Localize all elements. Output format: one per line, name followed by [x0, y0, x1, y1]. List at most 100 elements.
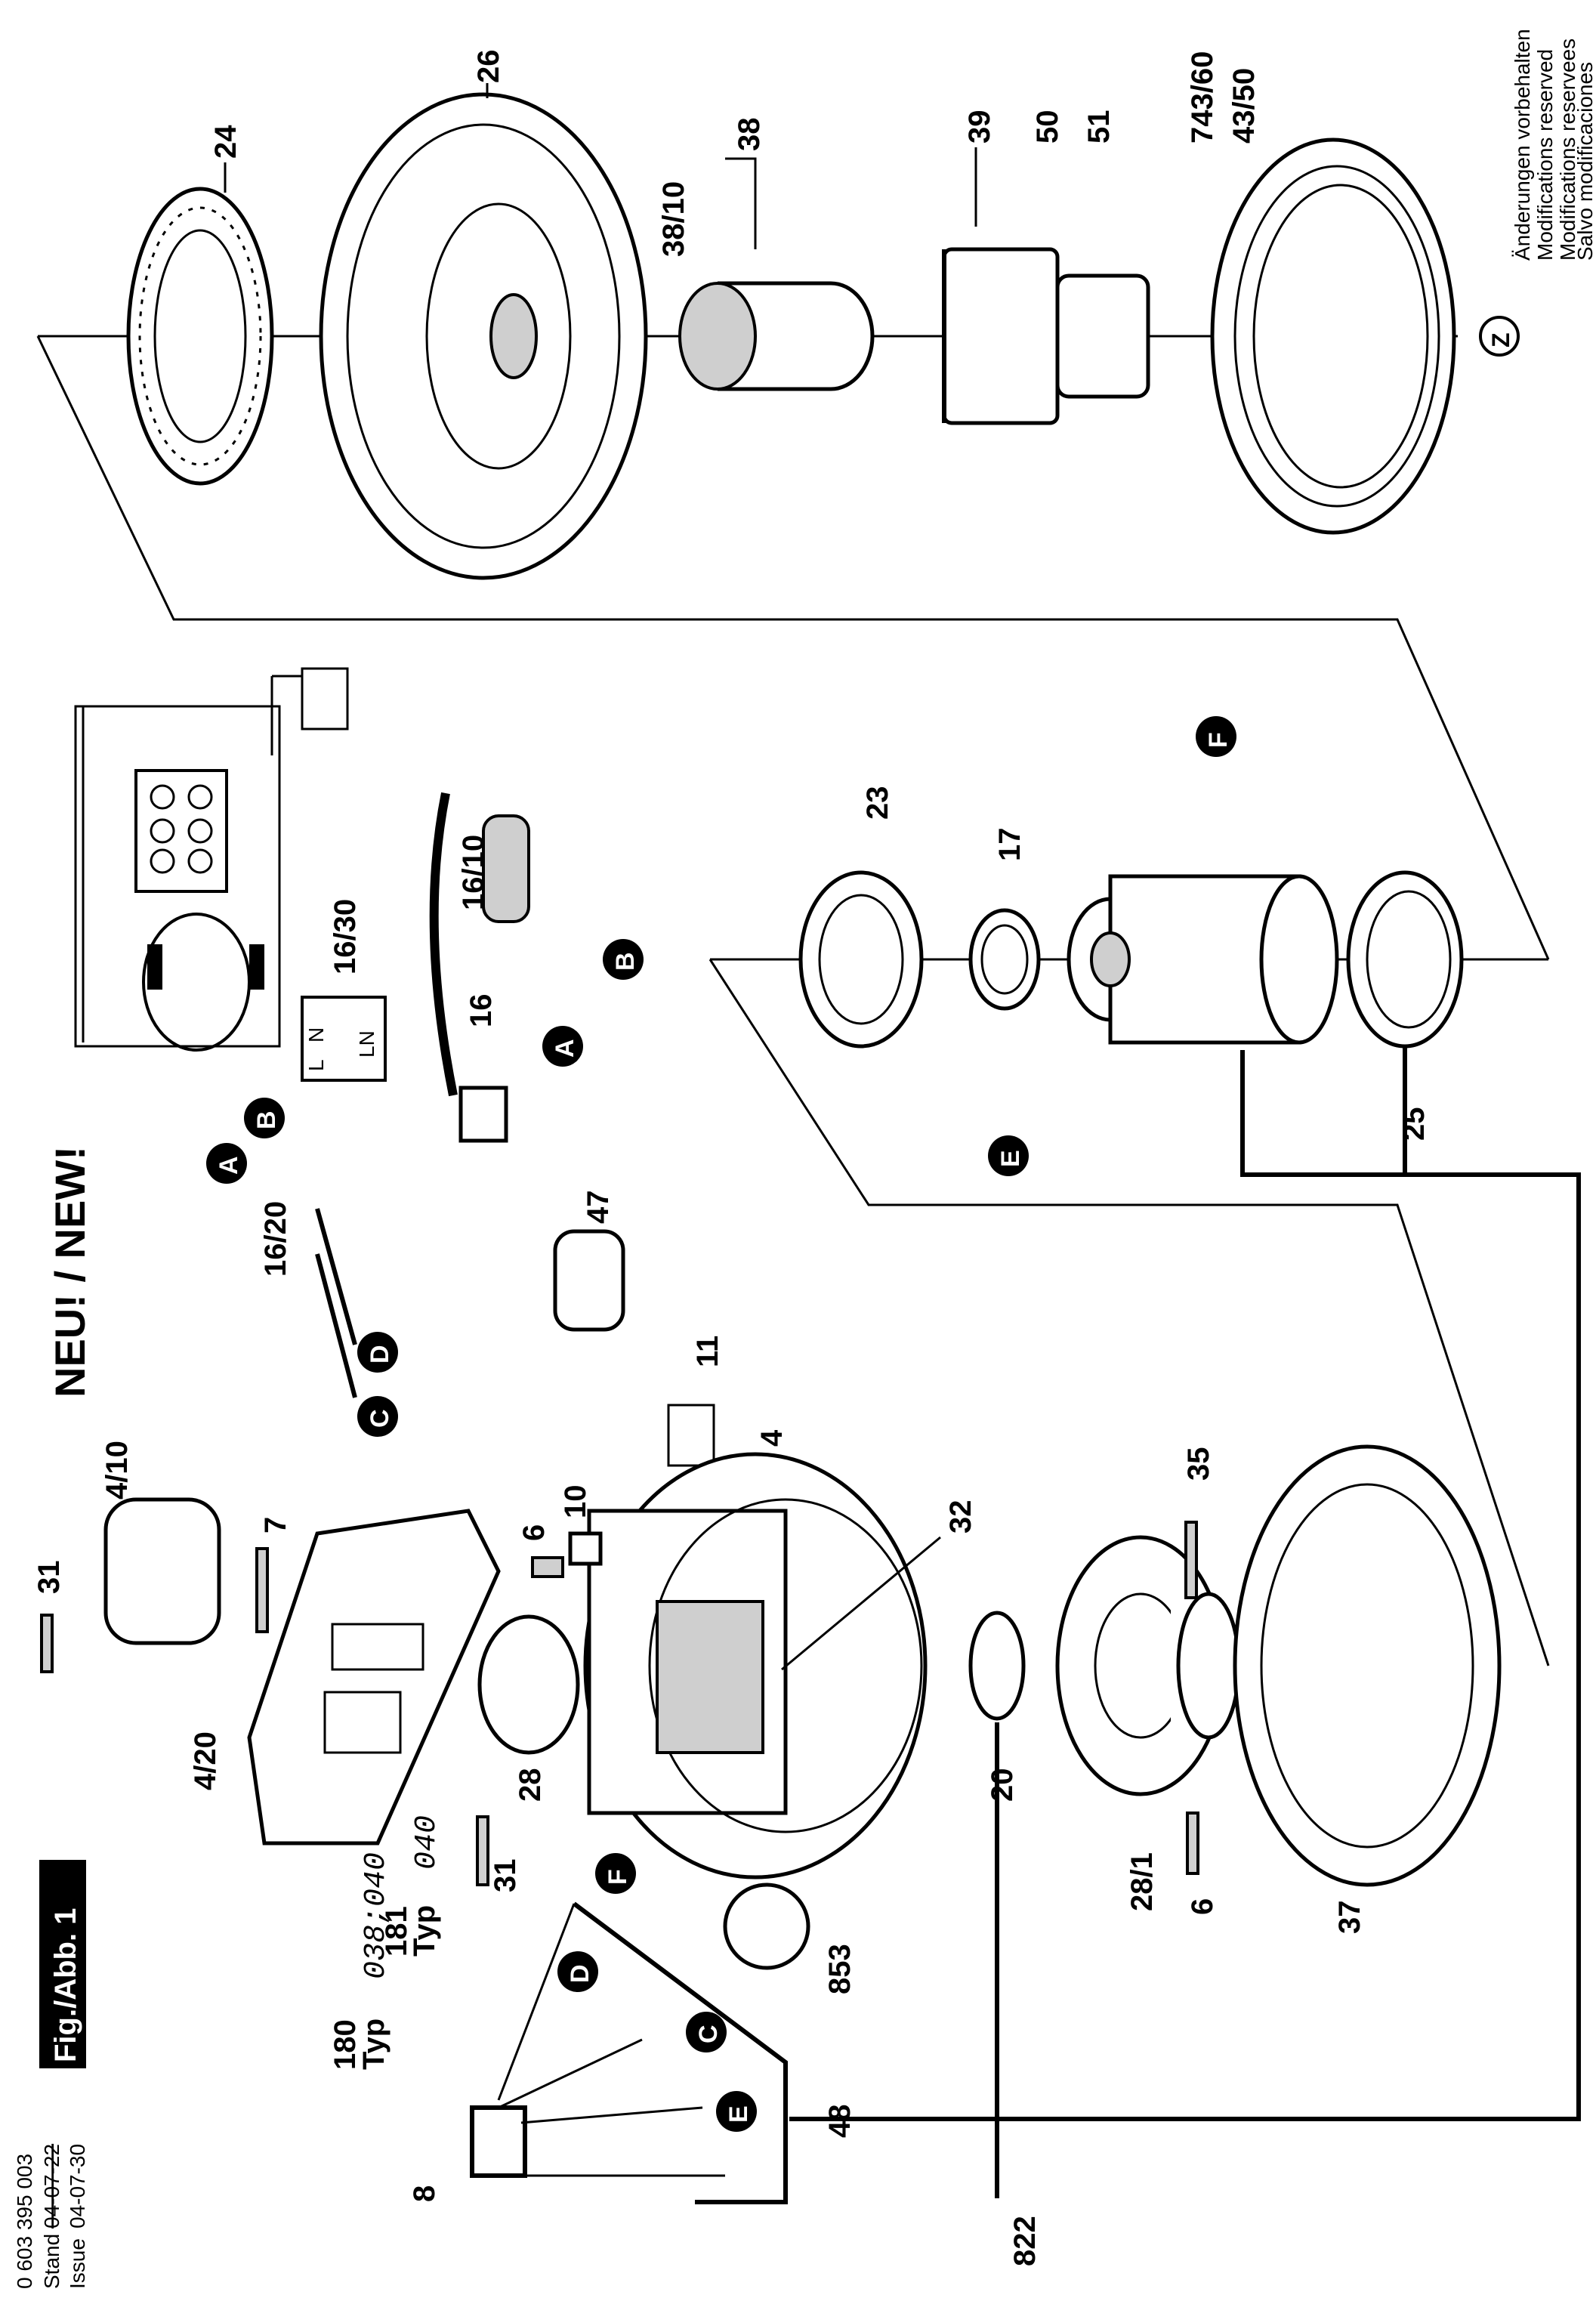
part-7-screw: [255, 1547, 269, 1633]
part-31-screw-bottom: [476, 1815, 489, 1886]
part-25-ring: [1346, 870, 1464, 1049]
marker-a-cord: A: [551, 1039, 579, 1058]
part-16-power-cord: [429, 792, 530, 1143]
fig-label: Fig./Abb. 1: [49, 1908, 82, 2062]
label-853: 853: [823, 1944, 857, 1994]
part-43-50-ring: [1210, 137, 1456, 535]
part-26-lid: [319, 92, 648, 580]
guide-line-middle: [708, 959, 1550, 1666]
notice-line-3: Modifications reservees: [1556, 39, 1579, 261]
label-20: 20: [986, 1768, 1019, 1802]
notice-line-1: Änderungen vorbehalten: [1511, 29, 1534, 261]
part-20-seal: [968, 1611, 1026, 1721]
label-4-10: 4/10: [100, 1441, 134, 1500]
leader-38: [725, 157, 757, 249]
marker-f-motor-circle: [1196, 716, 1236, 757]
part-11-plate: [667, 1404, 715, 1467]
label-180-typ: Typ: [357, 2018, 391, 2070]
label-50: 50: [1031, 110, 1064, 144]
marker-b-cord: B: [611, 952, 640, 971]
marker-c-switch-circle: [686, 2012, 727, 2052]
label-16: 16: [465, 994, 498, 1028]
marker-e-switch: E: [724, 2105, 753, 2123]
part-16-30-switch-label: L N LN: [301, 996, 387, 1082]
label-16-10: 16/10: [457, 835, 490, 910]
label-180: 180: [329, 2019, 362, 2070]
label-38: 38: [733, 118, 766, 152]
part-motor: [1067, 874, 1339, 1045]
part-4-housing: [583, 1452, 928, 1879]
label-6-top: 6: [517, 1524, 551, 1541]
marker-d-term-circle: [357, 1332, 398, 1373]
label-180-models: 038;040: [360, 1852, 394, 1979]
label-8: 8: [408, 2185, 441, 2202]
notice-line-4: Salvo modificaciones: [1573, 62, 1596, 261]
label-25: 25: [1397, 1107, 1431, 1141]
switch-label-l: L: [304, 1059, 328, 1071]
label-4: 4: [755, 1429, 789, 1447]
stand-label: Stand: [40, 2234, 63, 2289]
marker-z: Z: [1487, 332, 1514, 347]
part-31-screw-top: [40, 1614, 54, 1673]
marker-b-cord-circle: [603, 939, 644, 980]
label-181-models: 040: [410, 1815, 444, 1870]
part-17-ring: [968, 908, 1041, 1011]
part-6-screw-bottom: [1186, 1812, 1199, 1875]
marker-a-term: A: [215, 1156, 243, 1175]
notice-line-2: Modifications reserved: [1533, 49, 1557, 261]
wire-c: [520, 2106, 703, 2124]
part-8-switch: [470, 2105, 527, 2178]
marker-e-switch-circle: [716, 2091, 757, 2132]
label-26: 26: [472, 50, 505, 84]
label-743-60: 743/60: [1186, 51, 1219, 144]
marker-a-cord-circle: [542, 1026, 583, 1067]
part-6-screw-top: [531, 1556, 564, 1578]
label-43-50: 43/50: [1227, 68, 1261, 144]
marker-f-switch-circle: [595, 1853, 636, 1894]
marker-e-motor: E: [996, 1150, 1025, 1167]
document-header: 0 603 395 003 Stand 04-07-22 Issue 04-07…: [13, 1146, 94, 2289]
wire-f: [497, 1903, 576, 2101]
modifications-notice: Änderungen vorbehalten Modifications res…: [1511, 29, 1596, 261]
label-32: 32: [944, 1500, 977, 1534]
issue-label: Issue: [66, 2238, 89, 2289]
marker-f-motor: F: [1204, 732, 1233, 748]
label-7: 7: [259, 1517, 292, 1534]
label-17: 17: [993, 828, 1026, 862]
label-181-typ: Typ: [408, 1905, 441, 1957]
wiring-schematic: [74, 667, 349, 1052]
label-24: 24: [209, 125, 242, 159]
label-10: 10: [559, 1485, 592, 1519]
marker-f-switch: F: [604, 1869, 632, 1885]
new-label: NEU! / NEW!: [46, 1146, 94, 1398]
switch-label-n: N: [304, 1027, 328, 1042]
leader-32: [781, 1536, 941, 1671]
part-10-clamp: [568, 1531, 603, 1566]
label-51: 51: [1082, 110, 1116, 144]
label-822: 822: [1008, 2216, 1042, 2266]
label-28: 28: [514, 1768, 547, 1802]
marker-d-switch-circle: [557, 1951, 598, 1992]
part-853-clamp: [723, 1883, 810, 1970]
marker-b-term-circle: [244, 1098, 285, 1138]
label-47: 47: [582, 1191, 615, 1225]
part-28-1-fan-housing: [1055, 1535, 1241, 1796]
part-4-20-cover: [247, 1509, 501, 1846]
label-181: 181: [380, 1906, 413, 1957]
label-37: 37: [1333, 1901, 1366, 1935]
marker-d-switch: D: [566, 1964, 594, 1983]
part-23-ring: [798, 870, 924, 1049]
part-39-basket: [942, 247, 1150, 425]
guide-line-upper: [36, 335, 1550, 960]
label-38-10: 38/10: [657, 181, 690, 257]
marker-b-term: B: [252, 1110, 281, 1129]
marker-c-switch: C: [694, 2025, 723, 2043]
switch-label-ln: LN: [355, 1030, 378, 1058]
part-38-10-filter: [678, 281, 875, 391]
label-31-top: 31: [32, 1561, 66, 1595]
label-16-30: 16/30: [329, 899, 362, 974]
label-23: 23: [861, 786, 894, 820]
marker-c-term: C: [366, 1409, 394, 1428]
part-28-disc: [477, 1614, 580, 1755]
